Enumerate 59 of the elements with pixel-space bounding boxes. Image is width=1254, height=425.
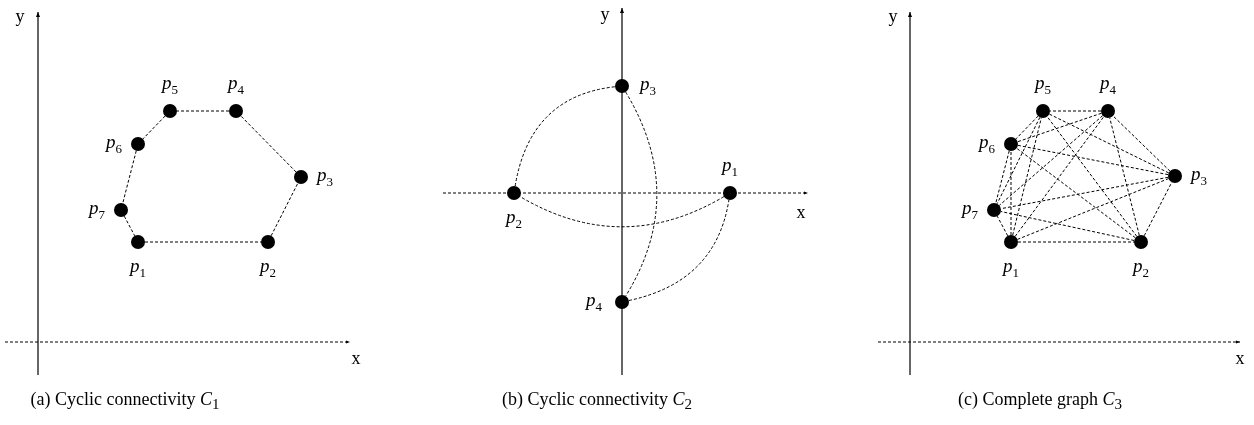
edge-line <box>628 199 730 302</box>
edge-line <box>1000 211 1135 241</box>
edge-line <box>1010 150 1012 236</box>
edge-line <box>176 110 230 112</box>
edge-line <box>1048 113 1170 174</box>
edge-line <box>1012 117 1042 236</box>
point-label: p$_{6}$ <box>979 131 995 157</box>
axis-label: y <box>15 5 25 27</box>
point-label: p$_{3}$ <box>1191 163 1207 189</box>
axis-label: x <box>796 201 806 223</box>
edge-line <box>519 196 725 228</box>
edge-line <box>1015 115 1039 140</box>
axis-label: x <box>351 347 361 369</box>
point-label: p$_{7}$ <box>962 197 978 223</box>
caption: (b) Cyclic connectivity C$_{2}$ <box>502 388 692 414</box>
edge-line <box>998 115 1104 206</box>
edge-line <box>625 91 658 297</box>
edge-line <box>514 86 616 187</box>
point-label: p$_{3}$ <box>640 73 656 99</box>
edge-line <box>1016 147 1136 239</box>
edge-line <box>1112 115 1171 172</box>
edge-line <box>996 116 1041 205</box>
edge-line <box>996 215 1009 237</box>
point-label: p$_{2}$ <box>1133 255 1149 281</box>
point-label: p$_{7}$ <box>89 197 105 223</box>
edge-line <box>1014 116 1105 237</box>
point-label: p$_{2}$ <box>260 255 276 281</box>
edge-line <box>270 182 299 237</box>
edge-line <box>144 241 262 243</box>
edge-line <box>1017 112 1102 143</box>
point-label: p$_{4}$ <box>228 72 244 98</box>
point-label: p$_{1}$ <box>722 154 738 180</box>
point-label: p$_{5}$ <box>162 72 178 98</box>
edge-line <box>1017 178 1169 240</box>
edge-line <box>122 150 137 204</box>
edge-line <box>1143 181 1173 237</box>
point-label: p$_{1}$ <box>130 255 146 281</box>
point-label: p$_{4}$ <box>1100 72 1116 98</box>
caption: (c) Complete graph C$_{3}$ <box>958 388 1122 414</box>
edge-line <box>240 115 297 173</box>
edge-line <box>1049 110 1102 112</box>
axis-label: y <box>888 5 898 27</box>
edge-line <box>142 115 166 140</box>
point-label: p$_{1}$ <box>1003 255 1019 281</box>
axis-label: y <box>600 3 610 25</box>
caption: (a) Cyclic connectivity C$_{1}$ <box>30 388 220 414</box>
edge-line <box>1017 241 1135 243</box>
edge-line <box>995 150 1010 204</box>
edge-line <box>1109 117 1140 236</box>
point-label: p$_{5}$ <box>1035 72 1051 98</box>
edge-line <box>123 215 136 237</box>
axis-label: x <box>1235 347 1245 369</box>
edge-line <box>1000 176 1169 210</box>
point-label: p$_{3}$ <box>317 164 333 190</box>
edge-line <box>1017 144 1169 176</box>
point-label: p$_{4}$ <box>586 289 602 315</box>
point-label: p$_{2}$ <box>506 206 522 232</box>
edge-line <box>1046 116 1138 237</box>
point-label: p$_{6}$ <box>106 131 122 157</box>
